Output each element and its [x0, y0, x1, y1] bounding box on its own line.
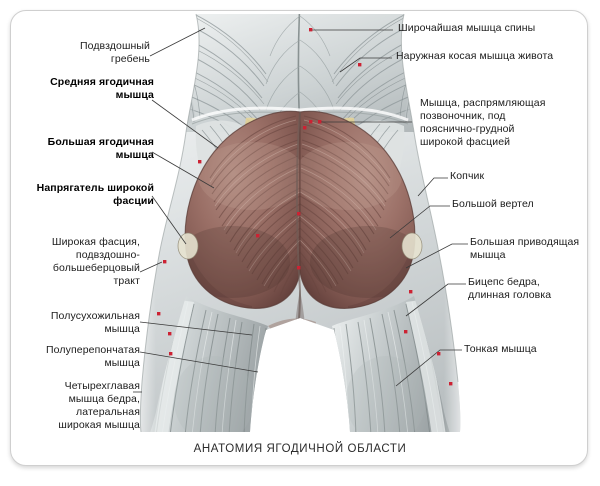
label-adductor-magnus: Большая приводящая мышца: [470, 236, 580, 261]
pointer-markers: [157, 28, 453, 386]
label-coccyx: Копчик: [450, 170, 485, 182]
gluteus-maximus-left: [184, 110, 301, 309]
label-latissimus-dorsi: Широчайшая мышца спины: [398, 22, 536, 34]
label-iliotibial-tract: Широкая фасция, подвздошно- большеберцов…: [51, 236, 140, 287]
label-external-oblique: Наружная косая мышца живота: [396, 50, 554, 62]
label-gracilis: Тонкая мышца: [464, 343, 537, 355]
label-gluteus-maximus: Большая ягодичная мышца: [47, 136, 154, 161]
thigh-left: [150, 296, 268, 432]
label-greater-trochanter: Большой вертел: [452, 198, 534, 210]
figure-caption: АНАТОМИЯ ЯГОДИЧНОЙ ОБЛАСТИ: [193, 443, 407, 455]
gluteus-maximus-right: [299, 110, 416, 309]
label-iliac-crest: Подвздошный гребень: [79, 40, 150, 65]
label-semimembranosus: Полуперепончатая мышца: [46, 344, 140, 369]
label-tensor-fasciae-latae: Напрягатель широкой фасции: [36, 182, 154, 207]
label-biceps-femoris: Бицепс бедра, длинная головка: [468, 276, 552, 301]
label-vastus-lateralis: Четырехглавая мышца бедра, латеральная ш…: [58, 380, 140, 431]
label-semitendinosus: Полусухожильная мышца: [50, 310, 140, 335]
label-gluteus-medius: Средняя ягодичная мышца: [50, 76, 154, 101]
label-erector-spinae: Мышца, распрямляющая позвоночник, под по…: [420, 97, 546, 148]
